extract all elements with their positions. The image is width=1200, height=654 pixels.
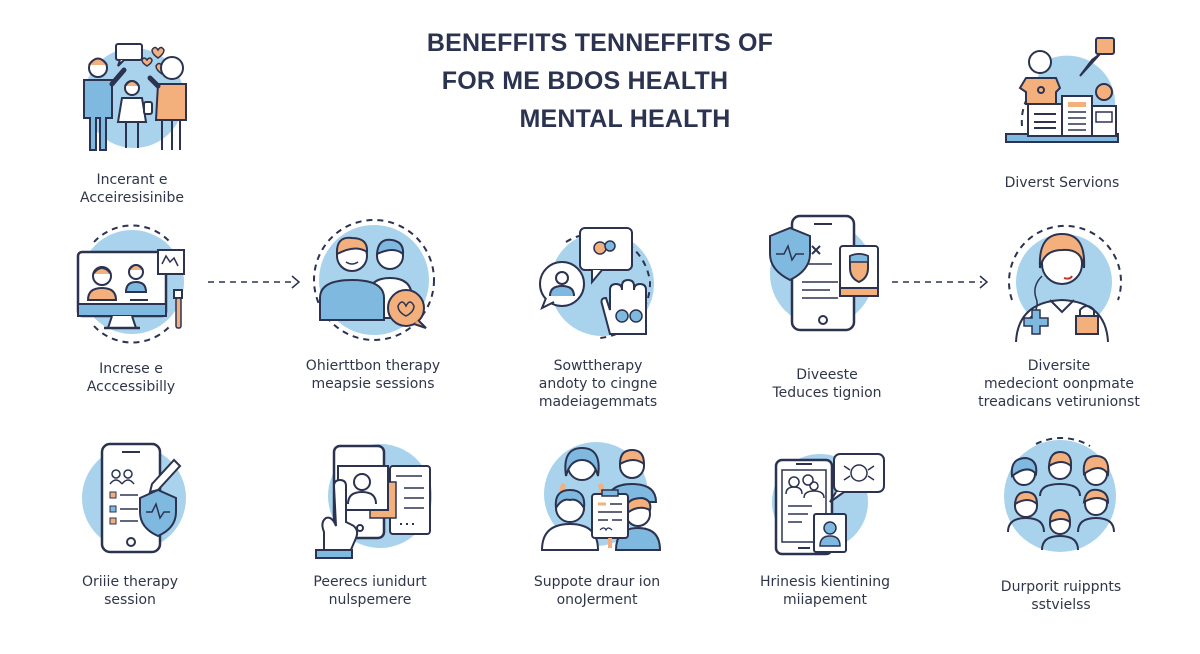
label-line: Diverst Servions [1004,175,1120,191]
label-line: treadicans vetirunionst [978,394,1140,410]
label-line: Increse e [99,361,163,377]
label-line: nulspemere [328,592,412,608]
label-line: medeciont oonpmate [984,376,1134,392]
benefit-label-increase-accessibility: Increse e Acccessibilly [26,360,236,396]
label-line: Peerecs iunidurt [313,574,427,590]
benefit-label-therapy-sessions: Ohierttbon therapy meapsie sessions [268,357,478,393]
video-call-monitor-icon [74,224,194,344]
benefit-label-family: Incerant e Acceiresisinibe [27,171,237,207]
benefit-label-online-therapy: Oriiie therapy session [25,573,235,609]
label-line: Ohierttbon therapy [305,358,441,374]
title-line-3: MENTAL HEALTH [519,105,731,133]
counselor-headset-icon [1002,220,1127,345]
label-line: Acceiresisinibe [80,190,184,206]
label-line: sstvielss [1031,597,1091,613]
label-line: meapsie sessions [311,376,435,392]
tablet-chat-icon [764,448,889,558]
label-line: Suppote draur ion [533,574,661,590]
hand-phone-profile-icon [310,440,435,560]
group-clipboard-icon [538,438,668,553]
label-line: Hrinesis kientining [760,574,890,590]
phone-checklist-shield-icon [76,440,196,555]
label-line: madeiagemmats [538,394,658,410]
title-line-2: FOR ME BDOS HEALTH [441,67,729,95]
title-line-1: BENEFFITS TENNEFFITS OF [426,29,774,57]
label-line: Acccessibilly [86,379,176,395]
label-line: Incerant e [96,172,168,188]
benefit-label-support-services: Durporit ruippnts sstvielss [956,578,1166,614]
phone-shield-icon [762,212,887,336]
community-group-icon [1000,434,1120,554]
benefit-label-diverse-treatment: Diversite medeciont oonpmate treadicans … [954,357,1164,411]
label-line: Sowttherapy [553,358,643,374]
laptop-services-icon [1000,34,1125,149]
couple-therapy-icon [312,218,437,343]
label-line: andoty to cingne [538,376,658,392]
label-line: session [104,592,156,608]
infographic-title: BENEFFITS TENNEFFITS OF FOR ME BDOS HEAL… [400,24,830,138]
label-line: miiapement [782,592,868,608]
benefit-label-resources: Peerecs iunidurt nulspemere [265,573,475,609]
label-line: Oriiie therapy [82,574,178,590]
dashed-arrow-right-icon [206,275,302,289]
benefit-label-reduces-stigma: Diveeste Teduces tignion [722,366,932,402]
benefit-label-soft-therapy: Sowttherapy andoty to cingne madeiagemma… [493,357,703,411]
label-line: Teduces tignion [772,385,882,401]
label-line: Diversite [1027,358,1091,374]
benefit-label-diverse-services: Diverst Servions [957,174,1167,192]
benefit-label-mindfulness: Hrinesis kientining miiapement [720,573,930,609]
benefit-label-support-enrolment: Suppote draur ion onoJerment [492,573,702,609]
label-line: Durporit ruippnts [1000,579,1122,595]
dashed-arrow-right-icon [890,275,990,289]
label-line: Diveeste [796,367,858,383]
chat-hand-icon [530,222,660,342]
family-support-icon [72,38,197,153]
label-line: onoJerment [556,592,638,608]
